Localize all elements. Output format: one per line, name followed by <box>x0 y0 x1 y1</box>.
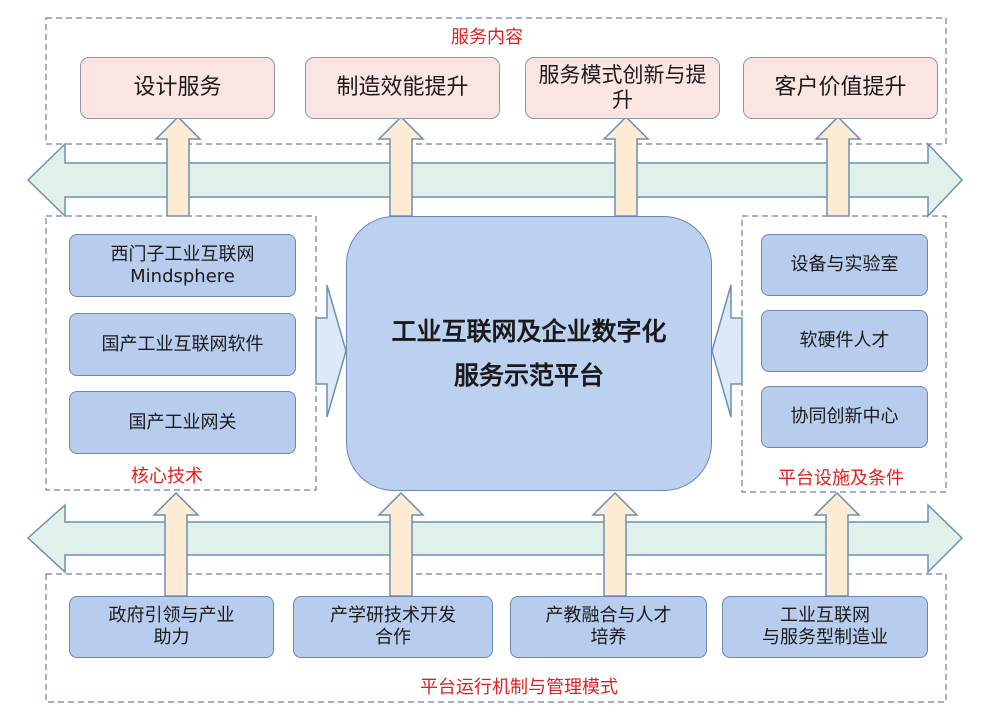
facility-box-talent-label: 软硬件人才 <box>799 330 890 352</box>
service-box-design-label: 设计服务 <box>133 74 222 100</box>
top-section-label: 服务内容 <box>451 27 523 48</box>
facility-box-innovation-center-label: 协同创新中心 <box>790 406 899 428</box>
tech-box-siemens-line1: 西门子工业互联网 <box>110 243 255 265</box>
tech-box-domestic-gateway-label: 国产工业网关 <box>128 411 237 433</box>
mechanism-box-government: 政府引领与产业 助力 <box>69 596 274 658</box>
mechanism-box-industry-academia-line1: 产学研技术开发 <box>330 605 456 627</box>
bottom-section-label: 平台运行机制与管理模式 <box>420 677 618 698</box>
mechanism-box-education: 产教融合与人才 培养 <box>510 596 707 658</box>
service-box-service-mode-label: 服务模式创新与提升 <box>538 62 707 112</box>
core-platform-line2: 服务示范平台 <box>453 360 604 390</box>
service-box-manufacturing: 制造效能提升 <box>305 57 500 119</box>
up-arrow-customer-value <box>814 115 862 217</box>
facility-box-talent: 软硬件人才 <box>761 310 928 372</box>
mechanism-box-government-line2: 助力 <box>153 627 190 648</box>
service-box-service-mode: 服务模式创新与提升 <box>525 57 720 119</box>
service-box-customer-value-label: 客户价值提升 <box>774 74 907 100</box>
core-platform-line1: 工业互联网及企业数字化 <box>391 316 667 346</box>
tech-box-siemens: 西门子工业互联网 Mindsphere <box>69 234 296 297</box>
right-section-label: 平台设施及条件 <box>778 468 904 489</box>
mechanism-box-education-line1: 产教融合与人才 <box>545 605 672 627</box>
left-side-arrow <box>315 284 347 418</box>
service-box-design: 设计服务 <box>80 57 275 119</box>
facility-box-lab-label: 设备与实验室 <box>790 254 899 276</box>
mechanism-box-government-line1: 政府引领与产业 <box>108 605 235 627</box>
up-arrow-design <box>154 115 202 217</box>
tech-box-domestic-software-label: 国产工业互联网软件 <box>101 333 264 355</box>
facility-box-lab: 设备与实验室 <box>761 234 928 296</box>
service-box-manufacturing-label: 制造效能提升 <box>336 74 469 100</box>
left-section-label: 核心技术 <box>131 466 203 487</box>
facility-box-innovation-center: 协同创新中心 <box>761 386 928 448</box>
right-side-arrow <box>711 284 743 418</box>
mechanism-box-education-line2: 培养 <box>590 627 627 648</box>
bottom-double-arrow <box>26 503 964 574</box>
top-section-frame <box>45 17 947 145</box>
tech-box-siemens-line2: Mindsphere <box>130 265 235 287</box>
mechanism-box-service-manufacturing-line2: 与服务型制造业 <box>762 627 888 648</box>
mechanism-box-industry-academia: 产学研技术开发 合作 <box>293 596 493 658</box>
mechanism-box-industry-academia-line2: 合作 <box>375 627 411 648</box>
tech-box-domestic-gateway: 国产工业网关 <box>69 391 296 454</box>
core-platform: 工业互联网及企业数字化 服务示范平台 <box>346 216 712 491</box>
top-double-arrow <box>26 142 964 218</box>
bottom-section-frame <box>45 573 947 703</box>
mechanism-box-service-manufacturing: 工业互联网 与服务型制造业 <box>722 596 928 658</box>
mechanism-box-service-manufacturing-line1: 工业互联网 <box>780 605 870 627</box>
service-box-customer-value: 客户价值提升 <box>743 57 938 119</box>
tech-box-domestic-software: 国产工业互联网软件 <box>69 313 296 376</box>
